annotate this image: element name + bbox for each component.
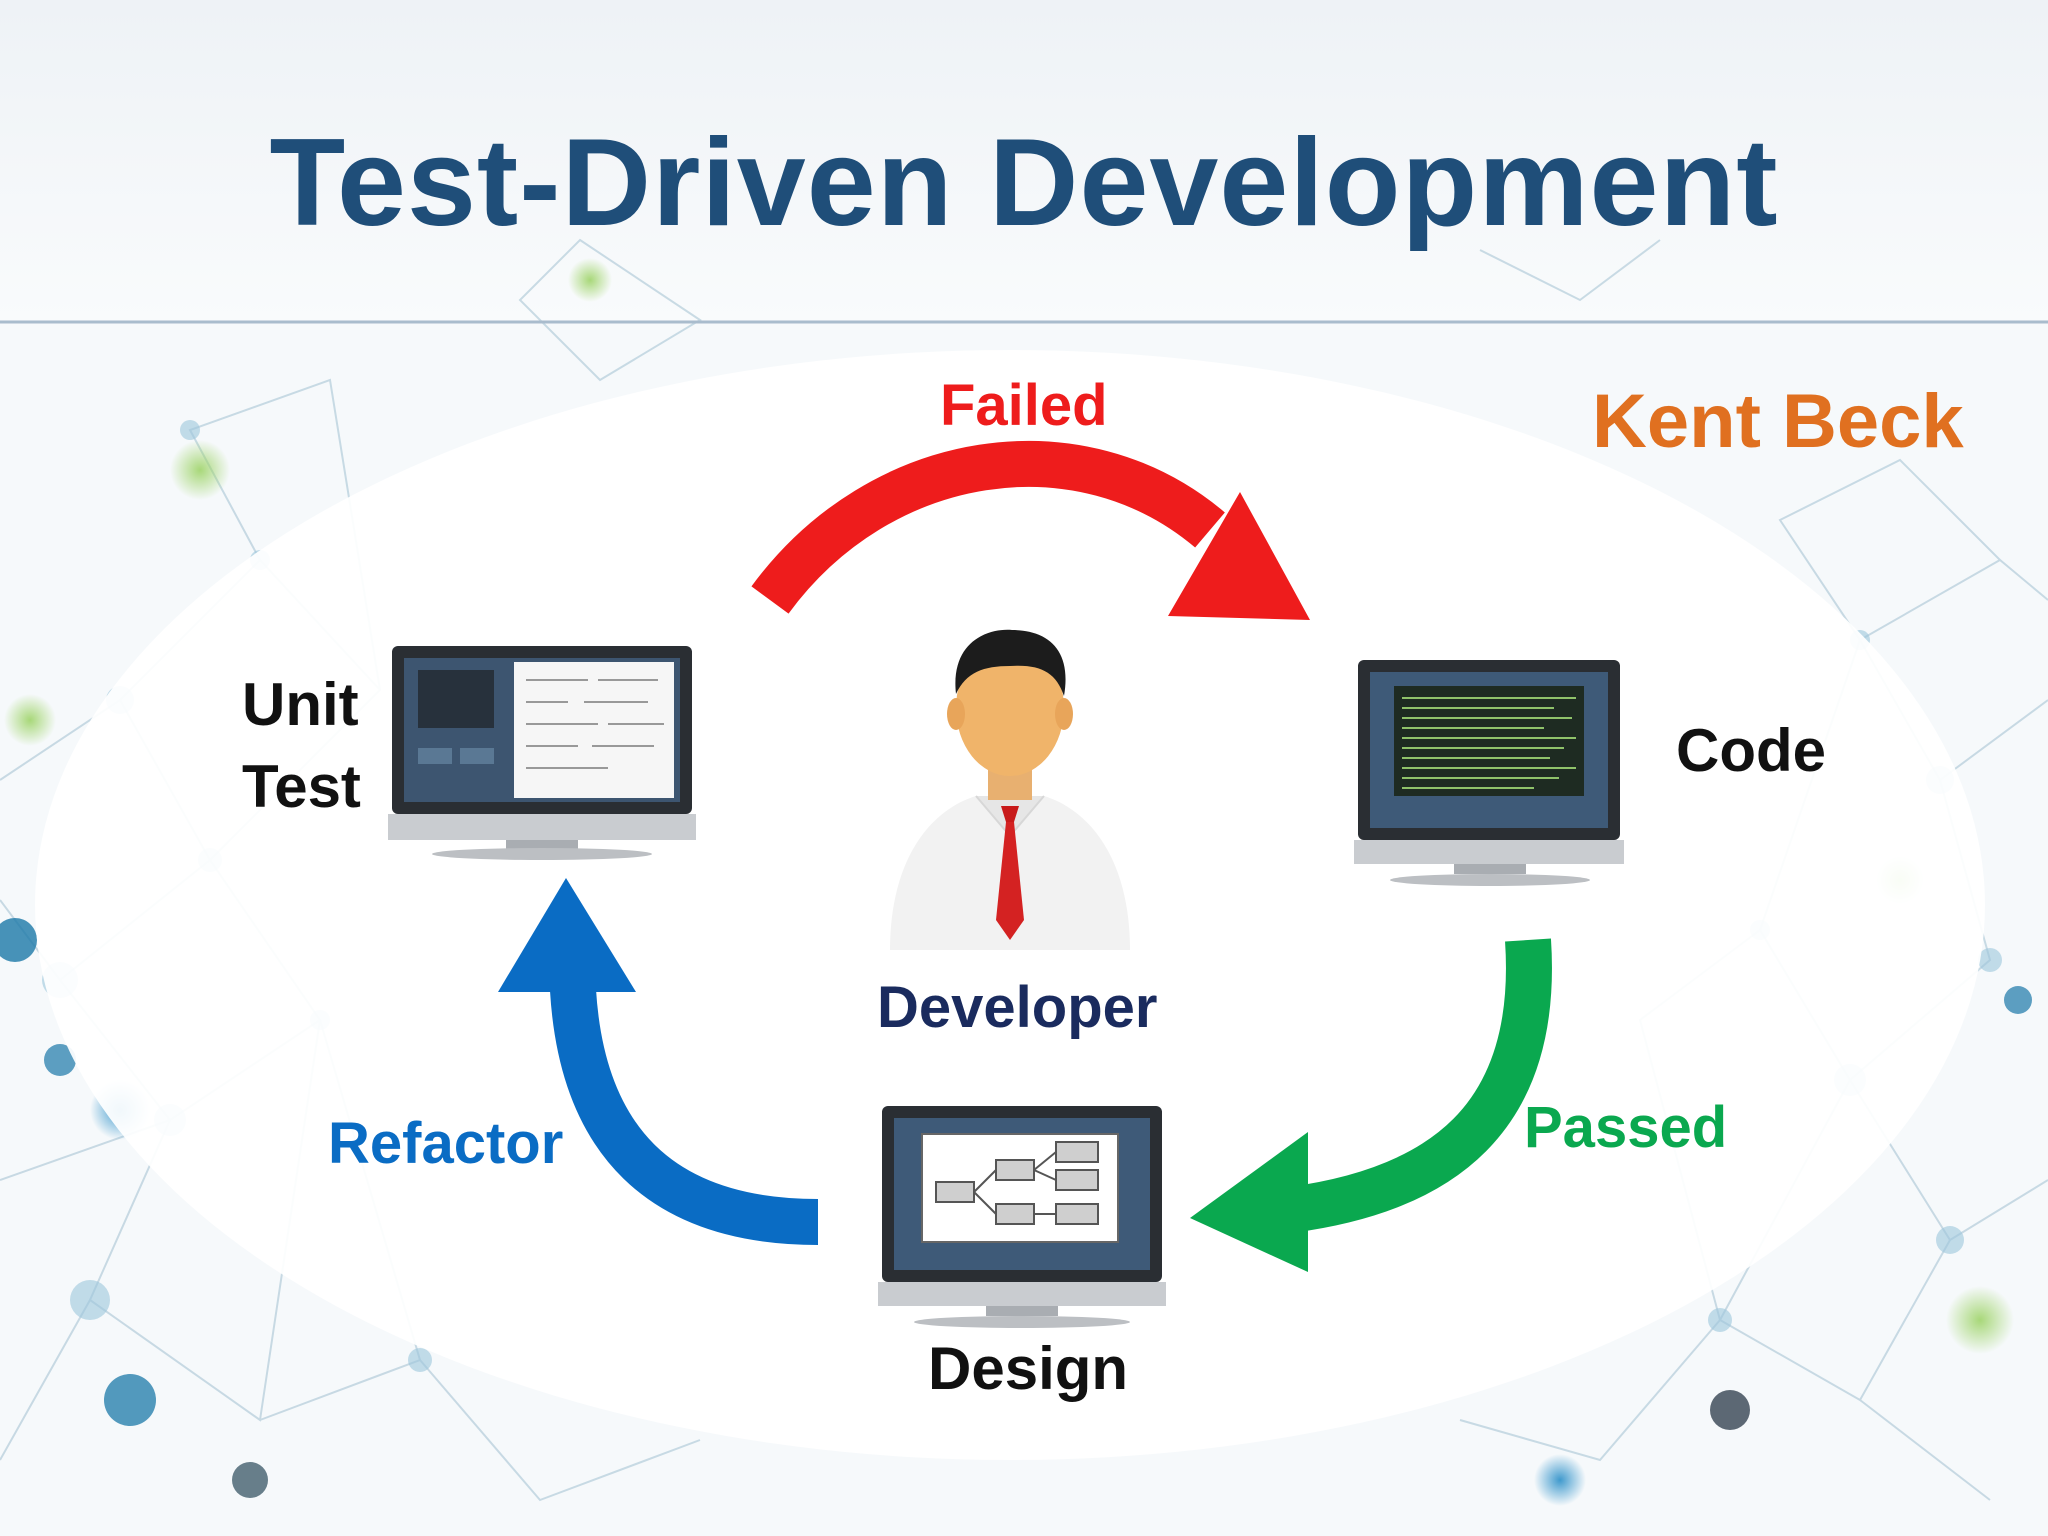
passed-arrow [1190, 938, 1552, 1272]
author-name: Kent Beck [1592, 379, 1964, 464]
refactor-label: Refactor [328, 1111, 564, 1176]
slide-title: Test-Driven Development [269, 114, 1779, 252]
code-monitor-icon [1354, 660, 1624, 886]
code-label: Code [1676, 717, 1826, 784]
design-monitor-icon [878, 1106, 1166, 1328]
unit-test-label: Unit Test [242, 664, 361, 828]
unit-test-label-line2: Test [242, 753, 361, 820]
developer-avatar-icon [890, 629, 1130, 950]
developer-label: Developer [877, 975, 1158, 1040]
refactor-arrow [498, 878, 819, 1245]
unit-test-label-line1: Unit [242, 671, 359, 738]
passed-label: Passed [1524, 1095, 1728, 1160]
unit-test-monitor-icon [388, 646, 696, 860]
design-label: Design [928, 1335, 1129, 1402]
failed-arrow [751, 440, 1310, 620]
failed-label: Failed [940, 373, 1108, 438]
